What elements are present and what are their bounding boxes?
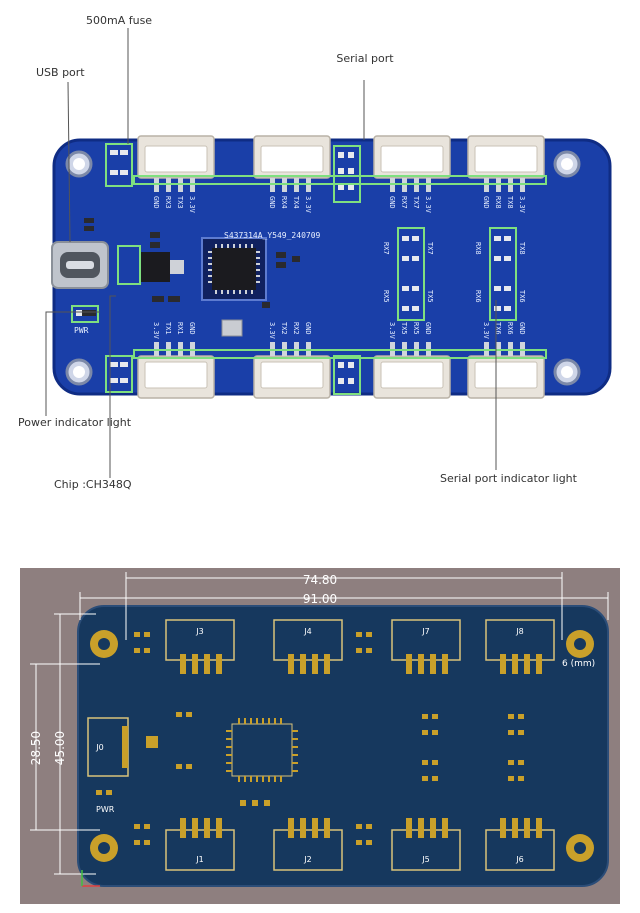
callout-usb: USB port [36,66,85,79]
pin-label: RX6 [506,322,514,335]
pin-label: RX8 [474,242,482,255]
silk-chip-code: S437314A_Y549_240709 [224,231,321,240]
pin-label: GND [424,322,432,335]
dim-outer-width: 91.00 [303,592,337,606]
crystal [221,319,243,337]
voltage-regulator [140,252,184,282]
pin-label: RX4 [280,196,288,209]
cad-board [77,605,609,887]
dim-outer-height: 45.00 [53,731,67,765]
dim-inner-width: 74.80 [303,573,337,587]
pin-label: GND [152,196,160,209]
pin-label: TX6 [494,322,502,335]
led-cluster [76,150,511,384]
pin-label: GND [518,322,526,335]
pin-label: 3.3V [268,322,276,340]
pin-label: 3.3V [152,322,160,340]
pin-label: TX8 [518,242,526,255]
cad-connector-label: J2 [303,855,311,864]
cad-connector-label: J6 [515,855,523,864]
pin-label: GND [268,196,276,209]
pin-label: RX6 [474,290,482,303]
pin-label: TX7 [412,196,420,209]
pcb-board [54,140,610,394]
pin-label: GND [304,322,312,335]
silk-top-pins: GND RX3 TX3 3.3V GND RX4 TX4 3.3V GND RX7 TX7 3.3V G… [152,196,526,214]
pin-label: RX5 [382,290,390,303]
cad-connector-label: J0 [95,743,103,752]
pin-label: RX2 [292,322,300,335]
pin-label: TX1 [164,322,172,335]
pin-label: 3.3V [518,196,526,214]
dim-hole: 6 (mm) [562,659,595,669]
pin-label: TX7 [426,242,434,255]
usb-c-port [51,241,109,289]
pin-label: TX3 [176,196,184,209]
silk-bottom-pins: 3.3V TX1 RX1 GND 3.3V TX2 RX2 GND 3.3V TX5 RX5 GND 3… [152,322,526,340]
callout-fuse: 500mA fuse [86,14,153,27]
callout-serial: Serial port [336,52,394,65]
pin-label: RX1 [176,322,184,335]
pin-label: TX5 [400,322,408,335]
cad-mounting-hole [90,630,594,862]
pin-label: TX2 [280,322,288,335]
pin-label: RX7 [400,196,408,209]
pin-label: 3.3V [304,196,312,214]
callout-power-led: Power indicator light [18,416,132,429]
pin-label: GND [188,322,196,335]
dimension-lines [30,572,609,875]
mounting-hole [65,150,581,386]
pin-label: 3.3V [424,196,432,214]
pin-label: 3.3V [482,322,490,340]
cad-connector-label: J3 [195,627,203,636]
cad-pwr: PWR [96,805,115,814]
pin-label: 3.3V [388,322,396,340]
pin-label: TX5 [426,290,434,303]
pin-label: TX8 [506,196,514,209]
callout-serial-led: Serial port indicator light [440,472,577,485]
pin-label: RX7 [382,242,390,255]
callout-lines [45,28,497,478]
cad-connector-footprints [87,619,555,871]
axis-marker-icon [81,870,100,887]
cad-connector-label: J7 [421,627,429,636]
dim-inner-height: 28.50 [29,731,43,765]
pin-label: GND [388,196,396,209]
highlight-boxes [71,143,547,395]
cad-connector-label: J8 [515,627,523,636]
cad-connector-label: J1 [195,855,203,864]
cad-pads [96,632,542,845]
pin-label: 3.3V [188,196,196,214]
pin-label: RX3 [164,196,172,209]
cad-connector-label: J5 [421,855,429,864]
silk-pwr: PWR [74,326,89,335]
pin-label: RX5 [412,322,420,335]
smd-components [82,218,300,316]
callout-chip: Chip :CH348Q [54,478,132,491]
pin-label: TX4 [292,196,300,209]
pin-label: GND [482,196,490,209]
pin-label: TX6 [518,290,526,303]
pin-label: RX8 [494,196,502,209]
ch348q-chip [201,237,267,301]
cad-chip-footprint [226,718,298,782]
cad-connector-label: J4 [303,627,311,636]
